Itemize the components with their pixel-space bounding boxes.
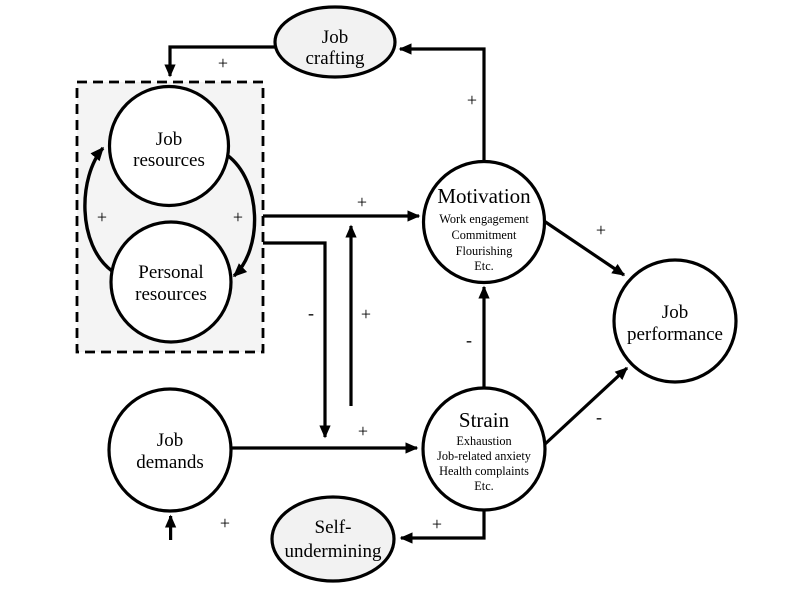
- node-self-undermining: [270, 495, 396, 583]
- personal-resources-label-line2: resources: [135, 284, 207, 305]
- strain-sub3: Health complaints: [439, 464, 529, 478]
- strain-sub2: Job-related anxiety: [437, 449, 532, 463]
- job-performance-label-line2: performance: [627, 324, 723, 345]
- diagram-nodes: [107, 5, 738, 583]
- edge-resources-buffer: [263, 241, 331, 439]
- self-undermining-label-line2: undermining: [284, 541, 382, 562]
- job-crafting-label-line1: Job: [322, 27, 348, 48]
- self-undermining-label-line1: Self-: [315, 517, 352, 538]
- sign-job-demands-boost: +: [361, 304, 371, 324]
- node-motivation: [421, 159, 547, 285]
- sign-job-crafting-to-resources: +: [218, 53, 228, 73]
- edge-strain-to-self-undermining: [399, 510, 486, 544]
- job-resources-label-line2: resources: [133, 150, 205, 171]
- sign-job-demands-to-strain: +: [358, 421, 368, 441]
- job-crafting-label-line2: crafting: [305, 48, 365, 69]
- edge-job-crafting-to-resources-box: [164, 45, 275, 78]
- sign-self-undermining-to-job-demands: +: [220, 513, 230, 533]
- sign-strain-to-job-performance: -: [596, 407, 602, 427]
- sign-motivation-to-job-crafting: +: [467, 90, 477, 110]
- motivation-sub1: Work engagement: [439, 212, 529, 226]
- strain-sub1: Exhaustion: [456, 434, 511, 448]
- edge-personal-to-job-resources-loop: [83, 146, 114, 273]
- sign-strain-to-self-undermining: +: [432, 514, 442, 534]
- motivation-sub3: Flourishing: [456, 244, 513, 258]
- diagram-edges: [83, 43, 629, 544]
- sign-resources-to-motivation: +: [357, 192, 367, 212]
- job-resources-label-line1: Job: [156, 129, 182, 150]
- sign-strain-to-motivation: -: [466, 330, 472, 350]
- motivation-sub2: Commitment: [452, 228, 517, 242]
- edge-motivation-to-job-performance: [543, 219, 626, 277]
- strain-sub4: Etc.: [474, 479, 493, 493]
- motivation-title: Motivation: [437, 184, 531, 208]
- node-job-performance: [612, 258, 738, 384]
- node-job-crafting: [273, 5, 397, 79]
- node-strain: [421, 386, 547, 512]
- edge-self-undermining-to-job-demands: [164, 514, 272, 540]
- edge-job-to-personal-resources-loop: [225, 153, 257, 278]
- sign-motivation-to-job-performance: +: [596, 220, 606, 240]
- motivation-sub4: Etc.: [474, 259, 493, 273]
- sign-resources-loop-left: +: [97, 207, 107, 227]
- diagram-edge-signs: + + + + + + - + - + - + +: [97, 53, 606, 534]
- diagram-node-labels: Job crafting Job resources Personal reso…: [133, 27, 723, 562]
- sign-resources-buffer: -: [308, 303, 314, 323]
- edge-job-demands-boost: [230, 224, 357, 407]
- edge-motivation-to-job-crafting: [398, 43, 486, 161]
- edge-strain-to-job-performance: [542, 366, 629, 447]
- job-demands-label-line2: demands: [136, 452, 204, 473]
- strain-title: Strain: [459, 408, 510, 432]
- sign-resources-loop-right: +: [233, 207, 243, 227]
- personal-resources-label-line1: Personal: [138, 262, 203, 283]
- job-demands-label-line1: Job: [157, 430, 183, 451]
- node-job-demands: [107, 387, 233, 513]
- job-performance-label-line1: Job: [662, 302, 688, 323]
- node-personal-resources: [109, 220, 233, 344]
- node-job-resources: [107, 84, 231, 208]
